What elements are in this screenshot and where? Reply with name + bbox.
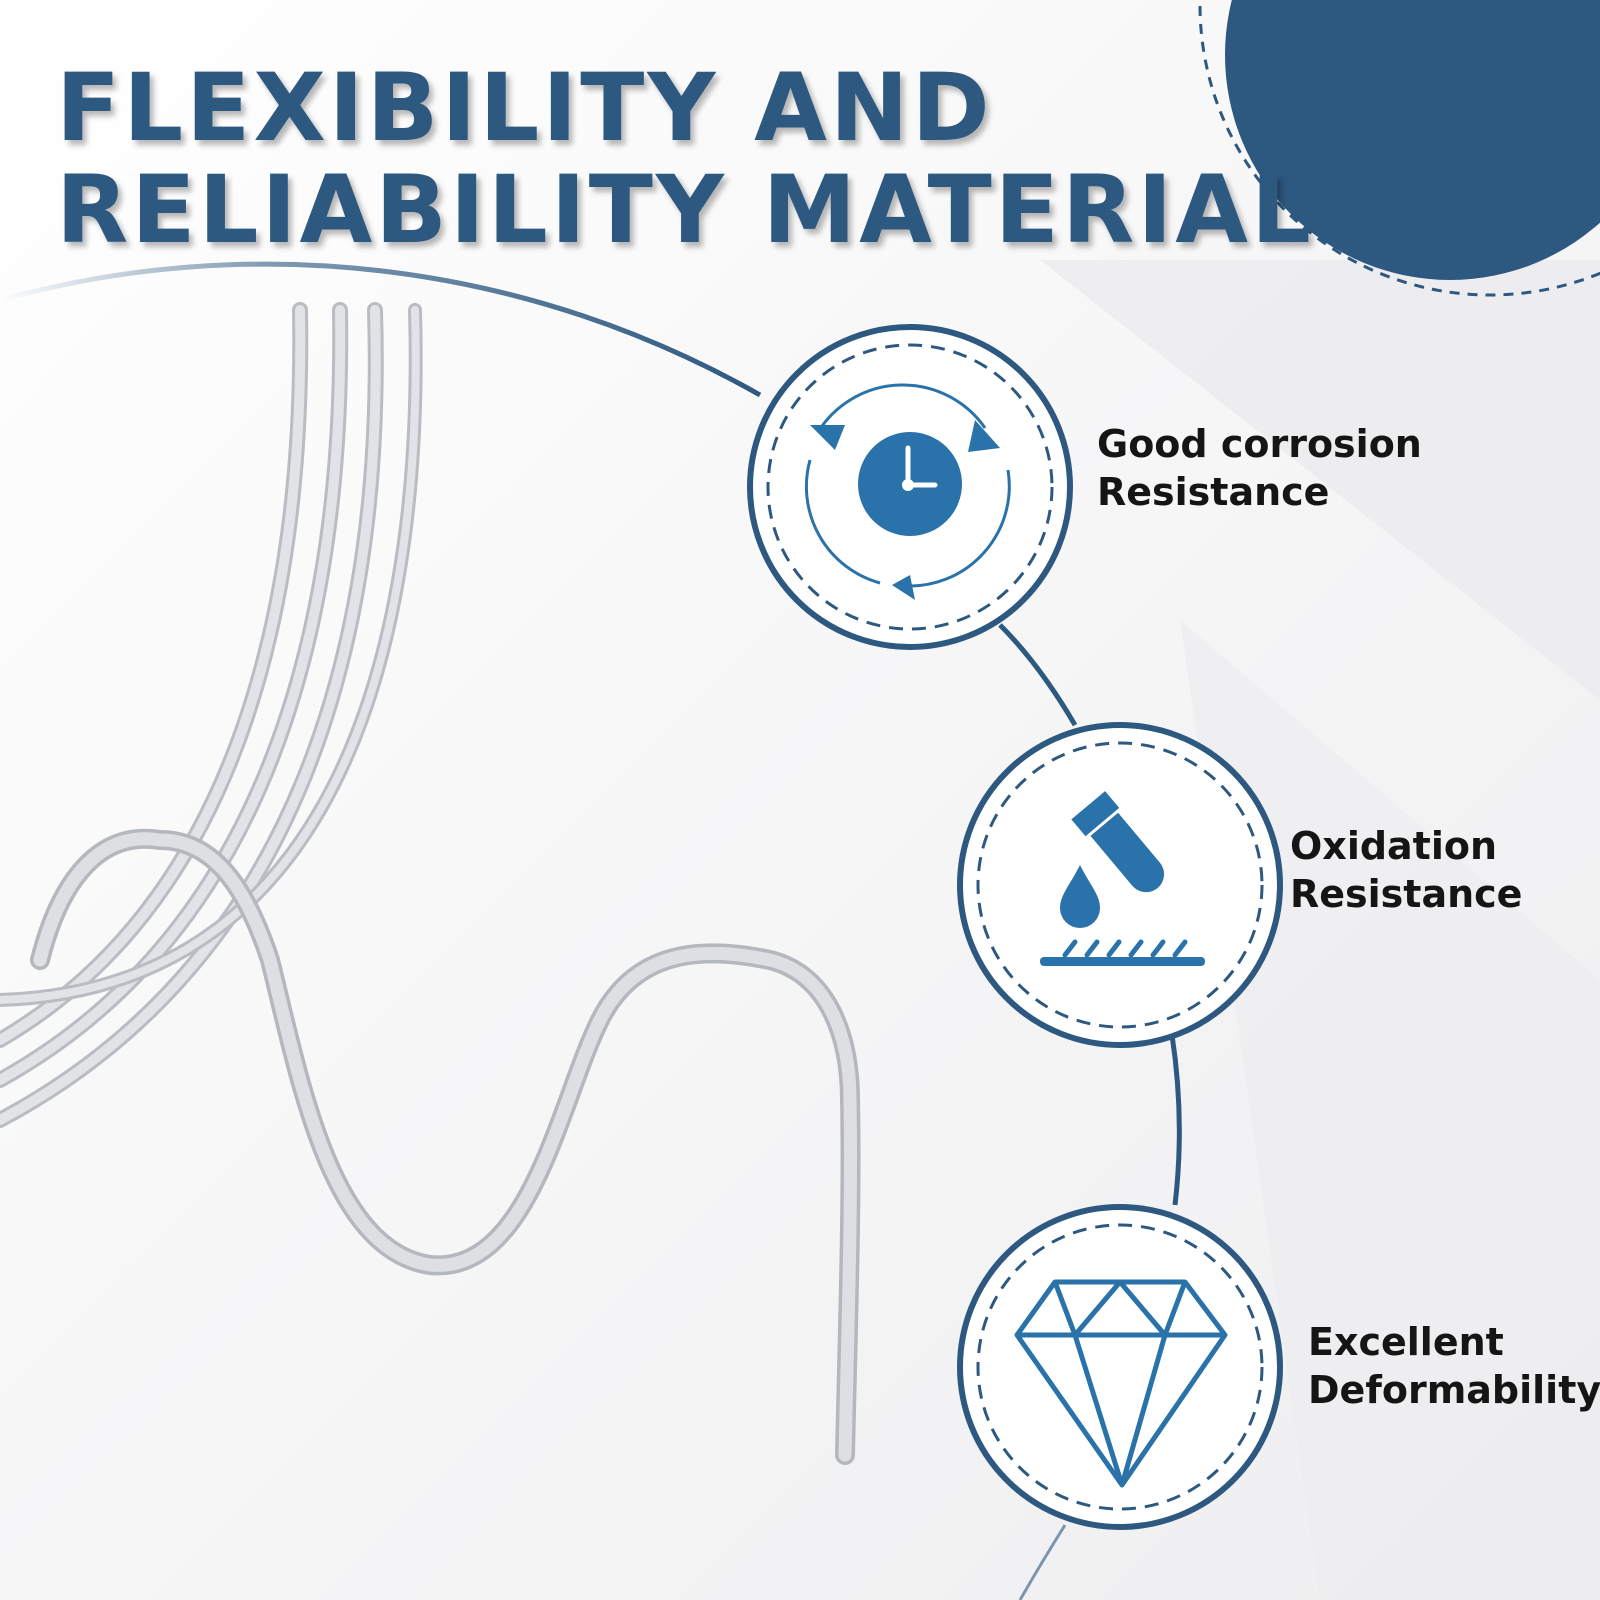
headline: FLEXIBILITY AND RELIABILITY MATERIAL xyxy=(56,58,1314,262)
feature-label-deformability: Excellent Deformability xyxy=(1308,1318,1600,1414)
connector-arc xyxy=(998,623,1078,727)
feature-label-line-1: Good corrosion xyxy=(1097,422,1422,466)
feature-label-line-2: Resistance xyxy=(1097,470,1330,514)
feature-label-line-1: Oxidation xyxy=(1290,824,1498,868)
bg-panel xyxy=(1040,260,1600,700)
feature-label-line-1: Excellent xyxy=(1308,1320,1504,1364)
feature-badge-oxidation xyxy=(957,722,1283,1048)
feature-badge-corrosion xyxy=(747,324,1073,650)
bg-panel xyxy=(1180,620,1600,1600)
feature-label-line-2: Resistance xyxy=(1290,872,1523,916)
feature-badge-deformability xyxy=(957,1204,1283,1530)
headline-line-1: FLEXIBILITY AND xyxy=(56,54,993,163)
feature-label-oxidation: Oxidation Resistance xyxy=(1290,822,1522,918)
connector-arc xyxy=(1018,1524,1067,1600)
feature-label-corrosion: Good corrosion Resistance xyxy=(1097,420,1422,516)
corner-circle xyxy=(1225,0,1600,280)
corner-dashed-ring xyxy=(1198,0,1600,297)
wire-coil xyxy=(0,302,423,1128)
test-tube-drop-icon xyxy=(1040,791,1205,966)
wire-loose-end xyxy=(30,828,861,1465)
headline-line-2: RELIABILITY MATERIAL xyxy=(56,156,1314,265)
diamond-icon xyxy=(1014,1279,1228,1488)
connector-arc xyxy=(0,261,762,398)
feature-label-line-2: Deformability xyxy=(1308,1368,1600,1412)
connector-arc xyxy=(1169,1034,1182,1206)
clock-cycle-icon xyxy=(804,383,1011,600)
